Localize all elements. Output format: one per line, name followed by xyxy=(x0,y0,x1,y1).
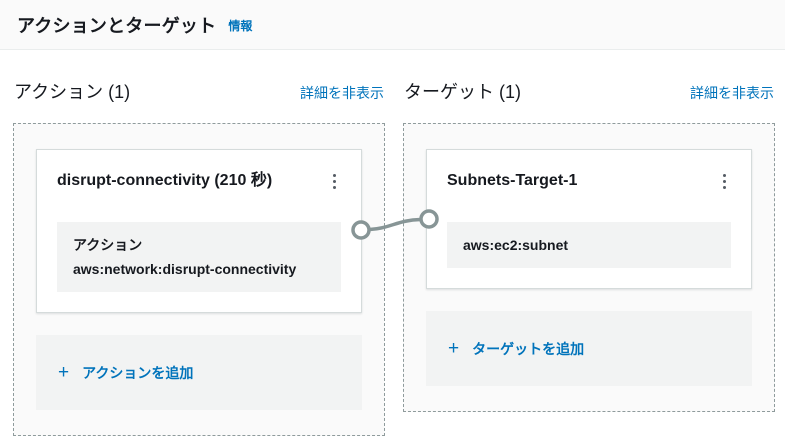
panel-header: アクションとターゲット 情報 xyxy=(0,0,785,50)
actions-targets-panel: アクション (1) 詳細を非表示 disrupt-connectivity (2… xyxy=(0,50,785,436)
action-card-title: disrupt-connectivity (210 秒) xyxy=(57,172,273,189)
target-detail-box: aws:ec2:subnet xyxy=(447,222,731,268)
action-detail-value: aws:network:disrupt-connectivity xyxy=(73,261,297,277)
actions-column: アクション (1) 詳細を非表示 disrupt-connectivity (2… xyxy=(13,50,385,436)
target-detail-value: aws:ec2:subnet xyxy=(463,237,569,253)
targets-heading: ターゲット (1) xyxy=(404,82,521,102)
action-card[interactable]: disrupt-connectivity (210 秒) アクション aws:n… xyxy=(36,149,362,313)
action-detail-label: アクション xyxy=(73,237,143,253)
action-detail-box: アクション aws:network:disrupt-connectivity xyxy=(57,222,341,292)
actions-section-header: アクション (1) 詳細を非表示 xyxy=(13,50,385,123)
actions-heading: アクション (1) xyxy=(14,82,131,102)
target-card-title: Subnets-Target-1 xyxy=(447,172,578,189)
plus-icon: + xyxy=(448,338,460,359)
target-card-menu-button[interactable] xyxy=(713,170,735,192)
kebab-menu-icon xyxy=(332,173,336,189)
add-target-label: ターゲットを追加 xyxy=(472,340,585,357)
add-target-button[interactable]: + ターゲットを追加 xyxy=(426,311,752,386)
targets-dropzone: Subnets-Target-1 aws:ec2:subnet + ターゲットを… xyxy=(403,123,775,412)
action-card-menu-button[interactable] xyxy=(323,170,345,192)
info-link[interactable]: 情報 xyxy=(228,19,253,33)
plus-icon: + xyxy=(58,362,70,383)
kebab-menu-icon xyxy=(722,173,726,189)
actions-hide-details-link[interactable]: 詳細を非表示 xyxy=(300,85,384,101)
targets-column: ターゲット (1) 詳細を非表示 Subnets-Target-1 aws:ec… xyxy=(403,50,775,436)
page-title: アクションとターゲット xyxy=(17,15,217,36)
actions-dropzone: disrupt-connectivity (210 秒) アクション aws:n… xyxy=(13,123,385,436)
targets-section-header: ターゲット (1) 詳細を非表示 xyxy=(403,50,775,123)
targets-hide-details-link[interactable]: 詳細を非表示 xyxy=(690,85,774,101)
target-card[interactable]: Subnets-Target-1 aws:ec2:subnet xyxy=(426,149,752,289)
add-action-label: アクションを追加 xyxy=(82,364,194,381)
add-action-button[interactable]: + アクションを追加 xyxy=(36,335,362,410)
